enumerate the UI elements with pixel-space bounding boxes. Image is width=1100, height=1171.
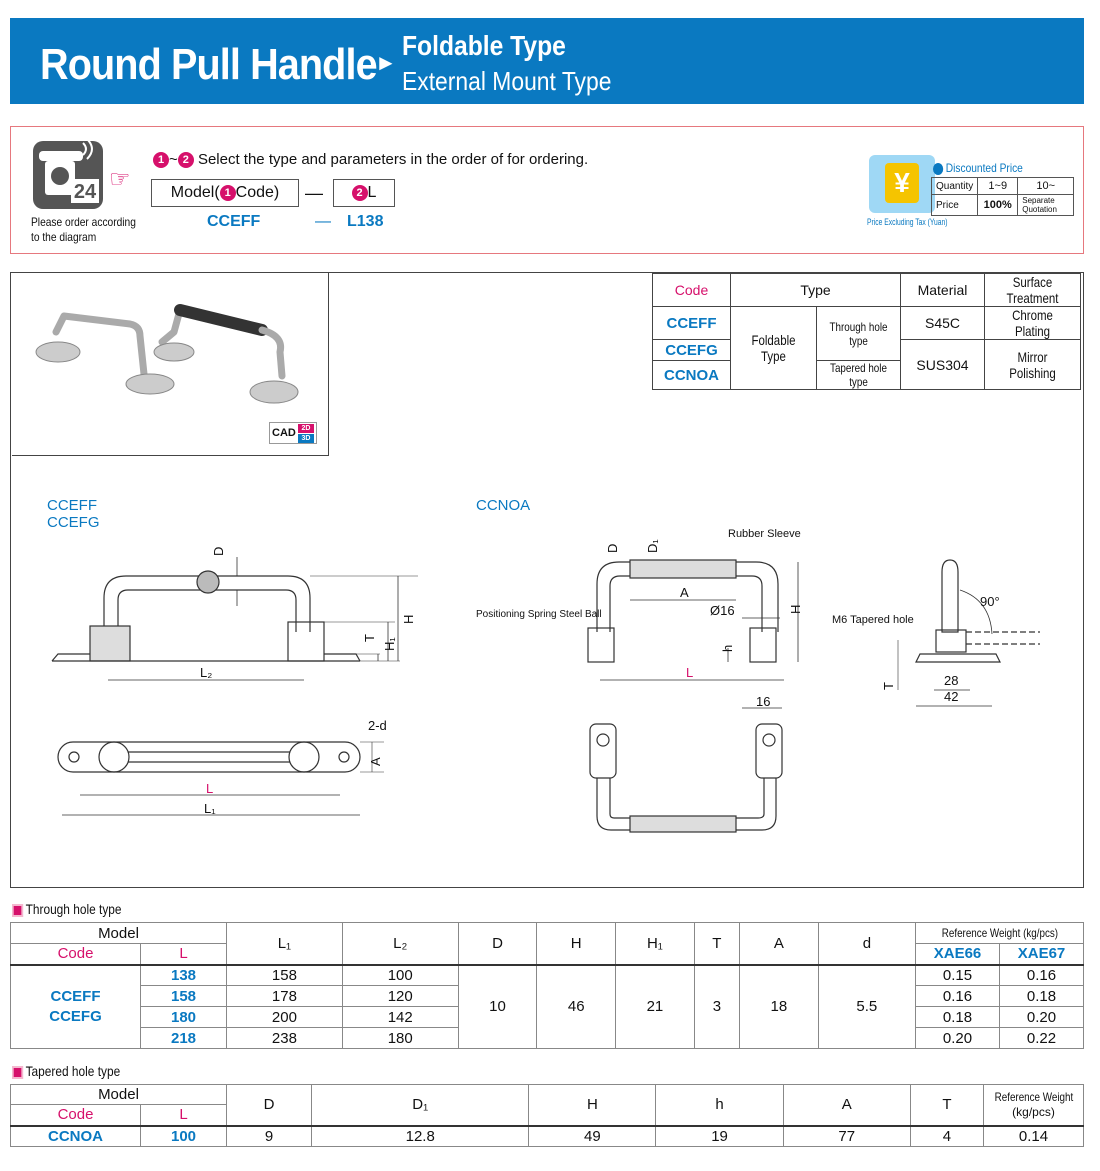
svg-text:Rubber Sleeve: Rubber Sleeve [728,528,801,540]
svg-text:L: L [686,665,693,680]
table-row: 180 200 142 0.18 0.20 [11,1006,1084,1028]
section-marker-icon [12,903,24,917]
table-row: CCNOA 100 9 12.8 49 19 77 4 0.14 [10,1125,1084,1147]
discount-title: Discounted Price [933,161,1023,175]
tapered-hole-section-title: Tapered hole type [12,1063,120,1079]
svg-text:L: L [206,781,213,796]
svg-text:L₁: L₁ [204,801,216,816]
order-instruction: 1~2 Select the type and parameters in th… [153,151,588,169]
svg-text:42: 42 [944,689,958,704]
pointing-hand-icon: ☞ [109,166,131,193]
step-2-badge: 2 [177,152,194,169]
svg-text:L₂: L₂ [200,665,212,680]
svg-text:D: D [605,544,620,553]
cad-download-button[interactable]: CAD 2D 3D [269,422,317,444]
drawing-label-left: CCEFF CCEFG [47,497,100,531]
technical-drawings: D H H₁ T L₂ 2-d A L L₁ D D₁ Rubber Sleev… [51,528,1040,833]
code-cceff: CCEFF [652,306,731,340]
svg-text:Ø16: Ø16 [710,603,735,618]
drawing-label-right: CCNOA [476,497,531,514]
type-table: Code Type Material Surface Treatment CCE… [652,273,1081,390]
svg-text:H: H [788,605,803,614]
svg-text:D₁: D₁ [645,539,660,553]
product-drawing-panel [10,272,1084,888]
page-header: Round Pull Handle ► Foldable Type Extern… [10,18,1084,104]
svg-text:90°: 90° [980,594,1000,609]
tapered-hole-table: Model D D₁ H h A T Reference Weight(kg/p… [10,1084,1084,1147]
example-code: CCEFF [207,213,261,230]
page-subtitle-2: External Mount Type [402,66,612,96]
section-marker-icon [12,1065,24,1079]
svg-text:h: h [720,645,735,652]
svg-text:M6 Tapered hole: M6 Tapered hole [832,614,914,626]
svg-text:H₁: H₁ [382,637,397,651]
svg-text:A: A [368,757,383,766]
ordering-panel: 24 Please order according to the diagram… [10,126,1084,254]
product-photo [12,272,329,456]
table-row: 218 238 180 0.20 0.22 [11,1027,1084,1049]
yen-price-icon: ¥ [869,155,935,213]
svg-text:24: 24 [74,181,97,203]
cad-3d-badge: 3D [298,434,314,443]
page-subtitle-1: Foldable Type [402,30,566,61]
through-hole-section-title: Through hole type [12,901,122,917]
svg-text:16: 16 [756,694,770,709]
cad-2d-badge: 2D [298,424,314,433]
arrow-icon: ► [375,50,397,75]
example-l: L138 [347,213,384,230]
svg-text:D: D [211,547,226,556]
order-note: Please order according to the diagram [31,215,136,244]
code-ccnoa: CCNOA [652,360,731,390]
svg-text:T: T [881,682,896,690]
phone-24-icon: 24 [33,138,103,209]
svg-text:T: T [362,634,377,642]
svg-text:2-d: 2-d [368,718,387,733]
page-title: Round Pull Handle [40,40,378,89]
svg-text:H: H [401,615,416,624]
step-1-badge: 1 [153,152,169,169]
svg-text:Positioning Spring Steel Ball: Positioning Spring Steel Ball [476,609,602,620]
price-table: Quantity 1~9 10~ Price 100% Separate Quo… [930,177,1075,216]
through-hole-table: Model L₁ L₂ D H H₁ T A d Reference Weigh… [10,922,1084,1049]
svg-text:28: 28 [944,673,958,688]
svg-text:A: A [680,585,689,600]
price-caption: Price Excluding Tax (Yuan) [867,217,948,227]
